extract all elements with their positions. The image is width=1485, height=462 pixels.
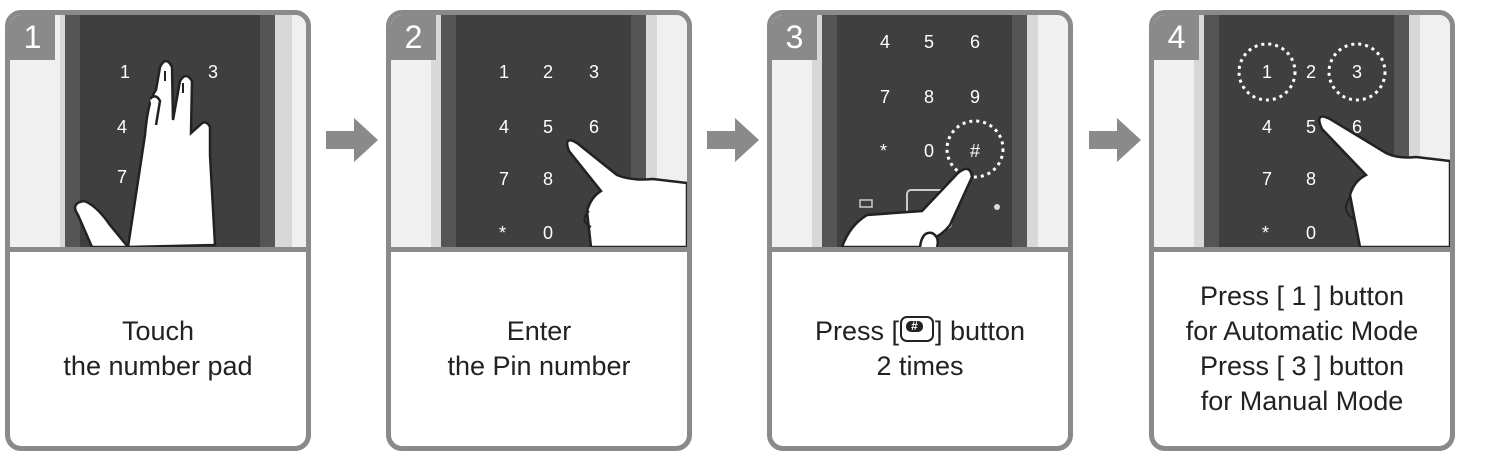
caption-line: 2 times: [876, 351, 964, 381]
card-divider: [1154, 247, 1450, 252]
step-number-badge: 2: [391, 15, 436, 60]
arrow-right-icon: [326, 118, 378, 162]
pointing-hand: [840, 167, 974, 247]
card-divider: [772, 247, 1068, 252]
caption-line: Press [ # ] button: [815, 314, 1025, 349]
battery-icon: [859, 199, 873, 208]
keypad-key-2: 2: [543, 62, 553, 82]
caption-line: the Pin number: [447, 351, 631, 381]
keypad-key-0: 0: [543, 223, 553, 243]
step-2-caption: Enter the Pin number: [391, 252, 687, 446]
keypad-key-6: 6: [1352, 117, 1362, 137]
keypad-key-2: 2: [1306, 62, 1316, 82]
step-2-card: 1 2 3 4 5 6 7 8 * 0 2 Enter the Pin numb…: [386, 10, 692, 451]
indicator-led: [994, 204, 1000, 210]
keypad-key-3: 3: [589, 62, 599, 82]
step-4-caption: Press [ 1 ] button for Automatic Mode Pr…: [1154, 252, 1450, 446]
keypad-key-3: 3: [208, 62, 218, 82]
highlight-circle: [1327, 42, 1387, 102]
keypad-key-7: 7: [880, 87, 890, 107]
caption-line: Touch: [121, 316, 195, 346]
step-1-illustration: 1 3 4 7: [10, 15, 306, 247]
step-1-card: 1 3 4 7 1 Touch the number pad: [5, 10, 311, 451]
step-3-caption: Press [ # ] button 2 times: [772, 252, 1068, 446]
keypad-key-0: 0: [1306, 223, 1316, 243]
keypad-key-4: 4: [880, 32, 890, 52]
step-number-badge: 1: [10, 15, 55, 60]
caption-line: Press [ 3 ] button: [1199, 351, 1405, 381]
keypad-key-9: 9: [970, 87, 980, 107]
highlight-circle: [945, 119, 1005, 179]
step-number-badge: 3: [772, 15, 817, 60]
caption-text: Press [: [814, 316, 899, 346]
keypad-key-6: 6: [589, 117, 599, 137]
card-divider: [10, 247, 306, 252]
keypad-key-8: 8: [543, 169, 553, 189]
caption-line: Enter: [506, 316, 572, 346]
keypad-key-0: 0: [924, 141, 934, 161]
keypad-key-4: 4: [499, 117, 509, 137]
keypad-key-star: *: [499, 223, 506, 243]
step-4-card: 1 2 3 4 5 6 7 8 * 0 4 Press [ 1 ] button…: [1149, 10, 1455, 451]
caption-line: for Automatic Mode: [1185, 316, 1419, 346]
keypad-key-star: *: [1262, 223, 1269, 243]
step-number-badge: 4: [1154, 15, 1199, 60]
step-3-card: 4 5 6 7 8 9 * 0 # 3 Press [ # ] button 2 t…: [767, 10, 1073, 451]
keypad-key-7: 7: [499, 169, 509, 189]
card-divider: [391, 247, 687, 252]
thumb: [73, 199, 130, 247]
keypad-key-1: 1: [499, 62, 509, 82]
step-2-illustration: 1 2 3 4 5 6 7 8 * 0: [391, 15, 687, 247]
arrow-right-icon: [1089, 118, 1141, 162]
caption-line: for Manual Mode: [1200, 386, 1404, 416]
keypad-key-star: *: [880, 141, 887, 161]
arrow-right-icon: [707, 118, 759, 162]
keypad-key-1: 1: [1262, 62, 1272, 82]
keypad-key-7: 7: [117, 167, 127, 187]
hash-key-icon: #: [899, 316, 934, 342]
keypad-key-8: 8: [1306, 169, 1316, 189]
keypad-key-4: 4: [117, 117, 127, 137]
keypad-key-3: 3: [1352, 62, 1362, 82]
keypad-key-5: 5: [924, 32, 934, 52]
hash-symbol: #: [905, 320, 923, 332]
caption-text: ] button: [934, 316, 1026, 346]
keypad-key-5: 5: [543, 117, 553, 137]
keypad-key-6: 6: [970, 32, 980, 52]
step-4-illustration: 1 2 3 4 5 6 7 8 * 0: [1154, 15, 1450, 247]
caption-line: the number pad: [63, 351, 253, 381]
keypad-key-1: 1: [120, 62, 130, 82]
keypad-key-8: 8: [924, 87, 934, 107]
caption-line: Press [ 1 ] button: [1199, 281, 1405, 311]
highlight-circle: [1237, 42, 1297, 102]
keypad-key-5: 5: [1306, 117, 1316, 137]
keypad-key-4: 4: [1262, 117, 1272, 137]
pointing-hand: [566, 139, 687, 247]
keypad-key-hash: #: [970, 141, 980, 161]
keypad-key-7: 7: [1262, 169, 1272, 189]
pointing-hand: [1318, 115, 1450, 247]
step-1-caption: Touch the number pad: [10, 252, 306, 446]
step-3-illustration: 4 5 6 7 8 9 * 0 #: [772, 15, 1068, 247]
